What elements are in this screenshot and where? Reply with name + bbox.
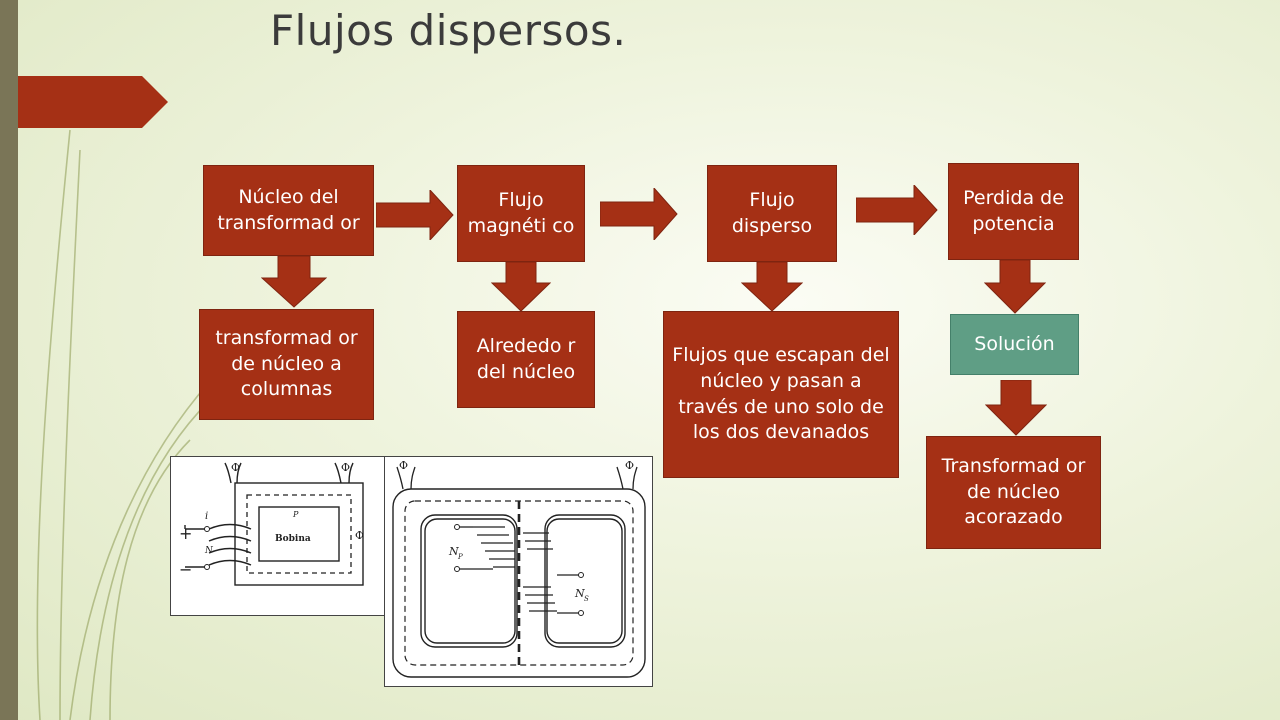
sidebar-strip	[0, 0, 18, 720]
arrow-down-2	[491, 262, 551, 312]
fig2-flux-left-label: Φ	[399, 459, 408, 472]
box-solution-text: Solución	[974, 332, 1055, 355]
box-power-loss: Perdida de potencia	[948, 163, 1079, 260]
fig1-minus-sign: −	[179, 560, 192, 579]
slide-title: Flujos dispersos.	[270, 6, 627, 55]
box-leakage-description-text: Flujos que escapan del núcleo y pasan a …	[672, 344, 890, 444]
box-magnetic-flux-text: Flujo magnéti co	[467, 188, 575, 237]
box-power-loss-text: Perdida de potencia	[963, 186, 1064, 235]
box-leakage-flux-text: Flujo disperso	[731, 188, 813, 237]
box-shell-type-transformer: Transformad or de núcleo acorazado	[926, 436, 1101, 549]
box-shell-type-transformer-text: Transformad or de núcleo acorazado	[941, 455, 1086, 529]
box-leakage-description: Flujos que escapan del núcleo y pasan a …	[663, 311, 899, 478]
fig1-coil-label: Bobina	[275, 534, 311, 544]
fig1-flux-side-label: Φ	[355, 529, 364, 542]
figure-transformer-windings: Φ Φ N P N S	[384, 456, 653, 687]
arrow-right-2	[600, 188, 678, 240]
fig2-secondary-subscript: S	[584, 595, 589, 603]
fig1-reluctance-label: P	[292, 510, 299, 519]
fig1-flux-right-label: Φ	[341, 461, 350, 474]
fig2-primary-turns-label: N	[448, 545, 459, 558]
title-accent-tab	[18, 76, 168, 128]
fig1-plus-sign: +	[179, 524, 192, 543]
arrow-down-5	[985, 380, 1047, 436]
fig1-turns-label: N	[204, 546, 214, 556]
box-core-type-transformer-text: transformad or de núcleo a columnas	[215, 327, 358, 401]
fig2-secondary-turns-label: N	[574, 587, 585, 600]
figure-core-type-transformer: Φ Φ Φ i + − N P Bobina	[170, 456, 386, 616]
box-transformer-core: Núcleo del transformad or	[203, 165, 374, 256]
arrow-down-3	[741, 262, 803, 312]
arrow-right-3	[856, 185, 938, 235]
fig1-current-label: i	[205, 511, 208, 522]
box-around-core: Alrededo r del núcleo	[457, 311, 595, 408]
core-type-transformer-drawing: Φ Φ Φ i + − N P Bobina	[179, 461, 364, 586]
fig2-primary-subscript: P	[457, 553, 463, 561]
box-around-core-text: Alrededo r del núcleo	[476, 334, 576, 383]
transformer-windings-drawing: Φ Φ N P N S	[392, 459, 646, 678]
arrow-down-1	[261, 256, 327, 308]
arrow-down-4	[984, 260, 1046, 314]
box-magnetic-flux: Flujo magnéti co	[457, 165, 585, 262]
arrow-right-1	[376, 190, 454, 240]
box-core-type-transformer: transformad or de núcleo a columnas	[199, 309, 374, 420]
fig2-flux-right-label: Φ	[625, 459, 634, 472]
box-transformer-core-text: Núcleo del transformad or	[217, 185, 360, 234]
box-solution: Solución	[950, 314, 1079, 375]
box-leakage-flux: Flujo disperso	[707, 165, 837, 262]
decorative-curves	[36, 129, 231, 720]
fig1-flux-left-label: Φ	[231, 461, 240, 474]
